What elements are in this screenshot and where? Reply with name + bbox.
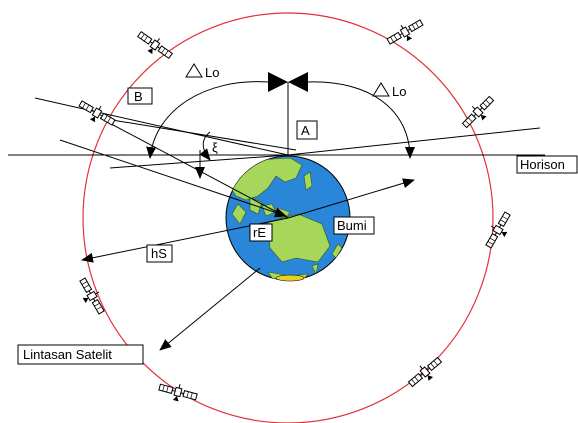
satellite-height-label: hS [151,246,167,261]
triangle-symbol-icon [372,82,390,97]
satellite-orbit-box [17,344,144,365]
triangle-symbol-icon [185,63,203,78]
delta-lo-left-arc [146,81,269,159]
delta-lo-right-label: Lo [392,84,406,99]
orbit-label-arrow [159,267,261,351]
satellite-height-box [146,244,173,263]
earth-label: Bumi [337,218,367,233]
horizon-label: Horison [520,157,565,172]
elevation-angle-arc [199,131,211,161]
line-center-to-right [287,178,415,219]
satellite-icon [156,378,199,407]
bowtie-satellite-icon [268,72,308,92]
satellite-orbit-label: Lintasan Satelit [23,347,112,362]
point-b-label: B [134,89,143,104]
satellite-icon [133,27,176,64]
line-a-to-right [287,127,541,156]
delta-lo-left-label: Lo [205,65,219,80]
horizon-box [516,155,578,174]
point-a-label: A [301,123,310,138]
satellite-icon [481,209,516,252]
line-b-to-a [99,117,297,151]
earth-radius-box [249,223,273,242]
earth-box [333,216,375,235]
line-from-left-2 [59,139,287,218]
satellite-icon [384,15,427,50]
line-from-left-1 [34,97,289,156]
elevation-angle-label: ξ [212,140,218,155]
satellite-icon [74,275,109,318]
point-b-box [127,87,153,105]
satellite-orbit-circle [82,12,494,423]
earth-radius-label: rE [253,225,266,240]
earth-globe-icon [225,155,351,282]
point-a-box [296,120,318,140]
line-b-to-center [99,117,289,219]
line-left-to-a [109,154,289,169]
satellite-icon [458,92,499,133]
satellite-icon [404,353,446,392]
